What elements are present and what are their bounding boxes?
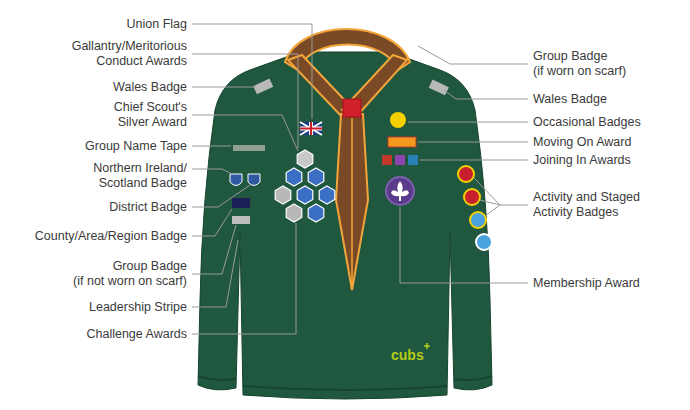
occasional-badge (390, 112, 406, 128)
activity-badge (458, 166, 474, 182)
nation-badge (230, 174, 242, 186)
county-badge (232, 198, 250, 208)
scarf-fold (351, 118, 353, 286)
callout-label: Group Badge (if worn on scarf) (533, 49, 626, 79)
district-badge (248, 174, 260, 186)
woggle (343, 99, 361, 117)
callout-label: Group Badge (if not worn on scarf) (73, 259, 187, 289)
joining-in-award (408, 155, 418, 165)
callout-label: Membership Award (533, 276, 640, 291)
callout-label: Northern Ireland/ Scotland Badge (93, 161, 187, 191)
activity-badge (464, 189, 480, 205)
cuff (454, 376, 492, 380)
staged-activity-badge (470, 212, 486, 228)
callout-label: Challenge Awards (86, 327, 187, 342)
scarf-tail (336, 114, 368, 290)
callout-label: Leadership Stripe (89, 300, 187, 315)
wales-badge (253, 79, 273, 95)
callout-label: Wales Badge (113, 80, 187, 95)
joining-in-award (395, 155, 405, 165)
membership-award (386, 177, 414, 205)
union-flag (300, 122, 322, 135)
callout-label: District Badge (109, 200, 187, 215)
callout-label: Activity and Staged Activity Badges (533, 190, 640, 220)
wales-badge (429, 80, 449, 96)
challenge-awards (275, 150, 335, 222)
callout-label: County/Area/Region Badge (35, 229, 187, 244)
callout-label: Moving On Award (533, 135, 631, 150)
callout-label: Joining In Awards (533, 153, 631, 168)
joining-in-award (382, 155, 392, 165)
group-badge (232, 216, 250, 224)
callout-label: Chief Scout's Silver Award (114, 100, 187, 130)
hem (243, 386, 447, 390)
scarf-band (342, 55, 407, 117)
callout-label: Wales Badge (533, 92, 607, 107)
jumper (198, 52, 492, 399)
callout-label: Union Flag (127, 17, 187, 32)
staged-activity-badge (476, 234, 492, 250)
logo-mark (424, 343, 430, 349)
callout-label: Group Name Tape (85, 139, 187, 154)
cuff (198, 376, 236, 380)
group-name-tape (233, 145, 265, 151)
callout-label: Gallantry/Meritorious Conduct Awards (72, 39, 187, 69)
moving-on-award (388, 137, 416, 147)
logo-text: cubs (391, 348, 424, 363)
callout-label: Occasional Badges (533, 115, 641, 130)
leader-lines (192, 24, 528, 334)
